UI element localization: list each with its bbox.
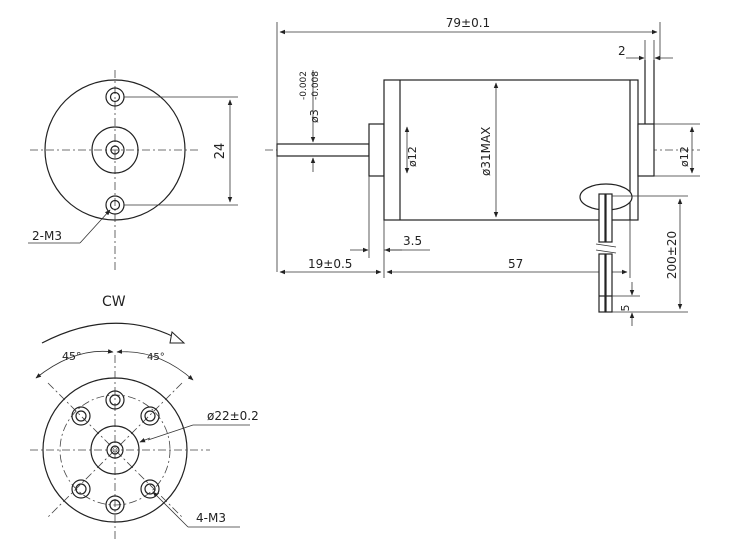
flange-thickness-label: 2 (618, 44, 626, 58)
front-shaft-outer (106, 441, 124, 459)
rear-hole-bottom-inner (109, 199, 121, 211)
body-diameter-label: ø31MAX (479, 127, 493, 176)
front-boss-circle (90, 425, 140, 475)
rear-shaft-outer (105, 140, 125, 160)
rear-boss (637, 123, 655, 177)
front-holes-label: 4-M3 (196, 511, 226, 525)
shaft-length-label: 19±0.5 (308, 257, 352, 271)
front-boss-diameter-label: ø12 (406, 146, 419, 167)
rear-shaft-inner (110, 145, 120, 155)
rotation-arrow-icon (169, 331, 186, 344)
rear-holes-label: 2-M3 (32, 229, 62, 243)
body-length-label: 57 (508, 257, 523, 271)
side-view: 79±0.1 2 ø3 -0.002 -0.008 ø12 ø31MAX ø12… (265, 16, 700, 326)
lead-wire-1 (598, 193, 606, 243)
lead-wire-2 (605, 193, 613, 243)
lead-length-label: 200±20 (665, 231, 679, 279)
rotation-label: CW (102, 294, 126, 310)
front-shaft-inner (110, 445, 120, 455)
angle-arc-left (35, 349, 114, 379)
shaft-tol-lower: -0.008 (311, 71, 321, 100)
overall-length-label: 79±0.1 (446, 16, 490, 30)
hole-spacing-label: 24 (213, 143, 228, 160)
shaft-diameter-label: ø3 (308, 109, 321, 123)
rear-view: 24 2-M3 (28, 70, 238, 272)
front-boss (368, 123, 385, 177)
angle-arc-right (116, 349, 194, 381)
lead-wire-2-end (605, 253, 613, 313)
lead-wire-1-end (598, 253, 606, 313)
rear-boss-circle (91, 126, 139, 174)
rear-boss-diameter-label: ø12 (678, 146, 691, 167)
rotation-arc (41, 322, 181, 344)
rear-hole-top-inner (109, 91, 121, 103)
boss-length-label: 3.5 (403, 234, 422, 248)
angle-right-label: 45° (147, 352, 165, 363)
shaft-tol-upper: -0.002 (299, 71, 309, 100)
front-view: CW 45° 45° ø22±0.2 4-M3 (30, 294, 259, 540)
pcd-label: ø22±0.2 (207, 409, 259, 423)
shaft (276, 143, 370, 157)
strip-length-label: 5 (619, 305, 632, 312)
angle-left-label: 45° (62, 350, 82, 363)
